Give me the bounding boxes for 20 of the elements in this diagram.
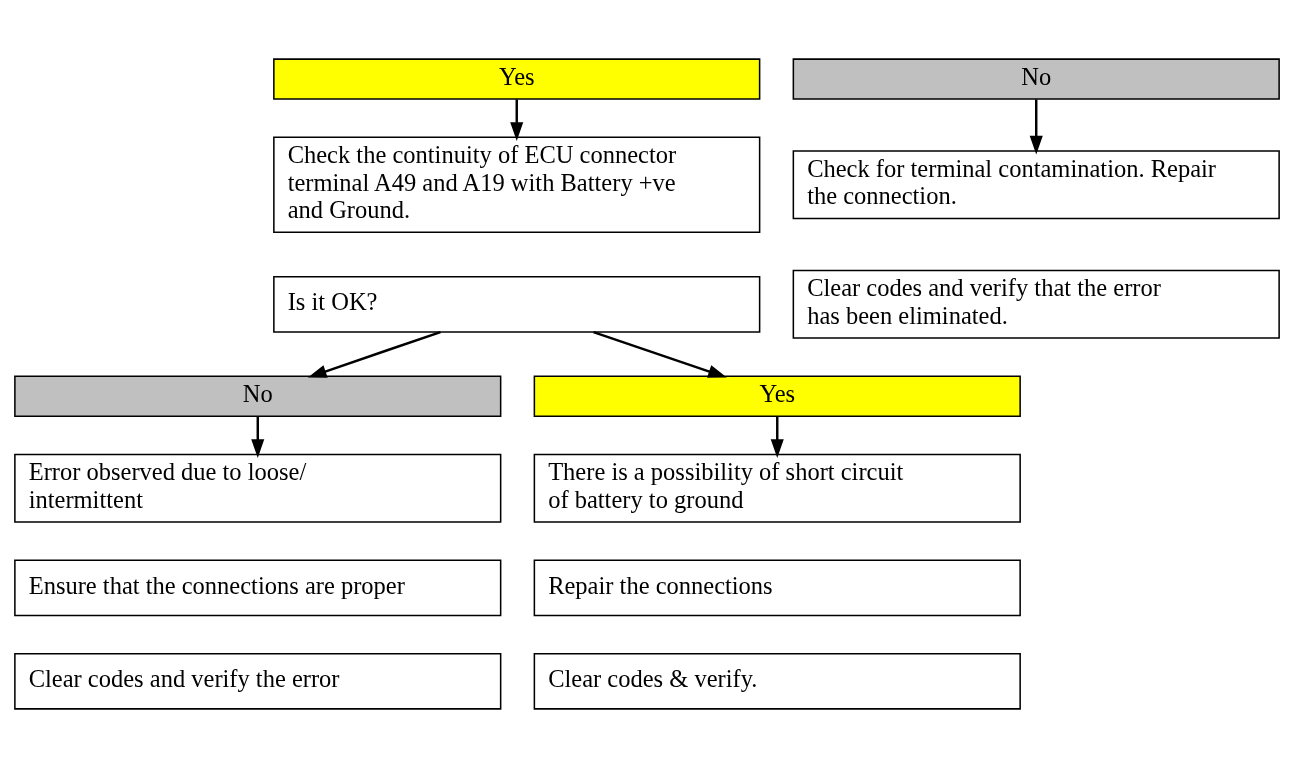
node-box: Yes (533, 375, 1021, 417)
node-box: Yes (273, 58, 761, 100)
node-box: No (14, 375, 502, 417)
arrow (510, 99, 524, 141)
node-box: No (792, 58, 1280, 100)
node-box: There is a possibility of short circuit of battery to ground (533, 453, 1021, 523)
node-box: Repair the connections (533, 559, 1021, 617)
arrow (1029, 99, 1043, 155)
arrow (251, 416, 265, 458)
node-box: Check for terminal contamination. Repair the connection. (792, 150, 1280, 220)
node-box: Clear codes and verify that the error has been eliminated. (792, 269, 1280, 339)
node-box: Clear codes and verify the error (14, 652, 502, 710)
arrow (593, 330, 727, 378)
node-box: Error observed due to loose/ intermittent (14, 453, 502, 523)
node-box: Clear codes & verify. (533, 652, 1021, 710)
node-box: Check the continuity of ECU connector terminal A49 and A19 with Battery +ve and Ground. (273, 136, 761, 234)
node-box: Ensure that the connections are proper (14, 559, 502, 617)
arrow (770, 416, 784, 458)
node-box: Is it OK? (273, 275, 761, 333)
arrow (307, 330, 441, 378)
